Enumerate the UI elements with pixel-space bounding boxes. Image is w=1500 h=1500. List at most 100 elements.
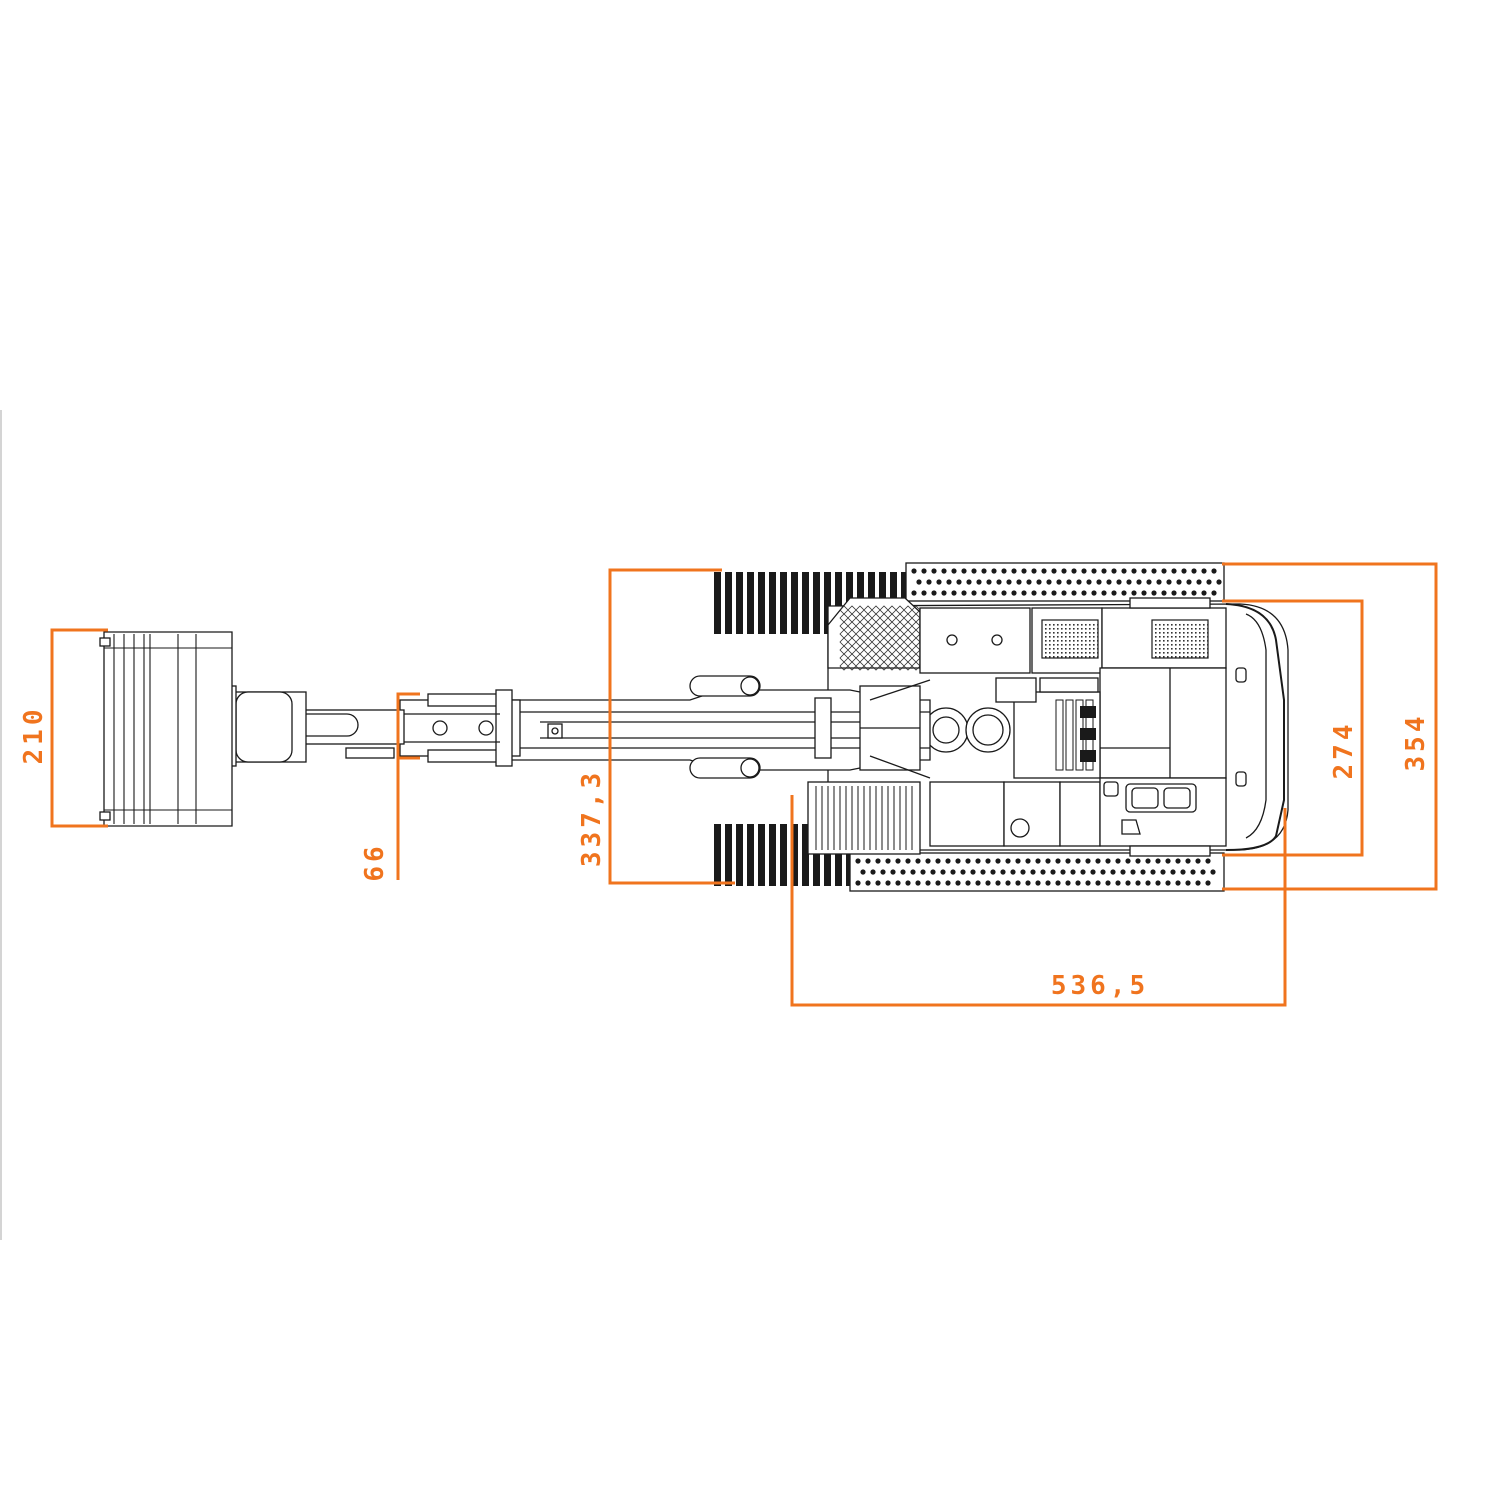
track-shoe (769, 572, 776, 634)
mesh-dot (1195, 648, 1197, 650)
mesh-dot (1077, 624, 1079, 626)
mesh-dot (1073, 656, 1075, 658)
track-hole (971, 568, 977, 574)
mesh-dot (1077, 644, 1079, 646)
mesh-dot (1171, 648, 1173, 650)
mesh-dot (1163, 636, 1165, 638)
mesh-dot (1191, 652, 1193, 654)
track-hole (1071, 568, 1077, 574)
mesh-dot (1081, 648, 1083, 650)
mesh-dot (1049, 644, 1051, 646)
mesh-dot (1065, 652, 1067, 654)
mesh-dot (1199, 640, 1201, 642)
mesh-dot (1179, 628, 1181, 630)
track-hole (1201, 568, 1207, 574)
arm-bracket-top (427, 693, 499, 707)
mesh-dot (1097, 628, 1099, 630)
pedal (1121, 819, 1141, 835)
mesh-dot (1171, 636, 1173, 638)
track-hole (1066, 579, 1072, 585)
track-hole (960, 869, 966, 875)
bottom-panel-mid (1003, 781, 1061, 847)
track-hole (1021, 590, 1027, 596)
track-hole (885, 880, 891, 886)
track-hole (1155, 858, 1161, 864)
mesh-dot (1069, 648, 1071, 650)
track-shoe (802, 572, 809, 634)
mesh-dot (1069, 628, 1071, 630)
mesh-dot (1163, 628, 1165, 630)
mesh-dot (1183, 632, 1185, 634)
mesh-dot (1097, 624, 1099, 626)
mesh-dot (1175, 624, 1177, 626)
mesh-dot (1195, 628, 1197, 630)
mesh-dot (1069, 644, 1071, 646)
mesh-dot (1163, 652, 1165, 654)
mesh-dot (1065, 628, 1067, 630)
boom-brace-2 (869, 755, 931, 779)
mesh-dot (1073, 644, 1075, 646)
mesh-dot (1045, 624, 1047, 626)
mesh-dot (1195, 644, 1197, 646)
mesh-dot (1175, 656, 1177, 658)
mesh-dot (1199, 656, 1201, 658)
track-hole (1210, 869, 1216, 875)
track-hole (1086, 579, 1092, 585)
mesh-dot (1171, 628, 1173, 630)
track-hole (940, 869, 946, 875)
boom-pin-square-dot (551, 727, 559, 735)
mesh-dot (1187, 632, 1189, 634)
mesh-dot (1159, 632, 1161, 634)
mesh-dot (1057, 628, 1059, 630)
track-hole (1125, 880, 1131, 886)
mesh-dot (1081, 628, 1083, 630)
mesh-dot (1049, 636, 1051, 638)
mesh-dot (1069, 652, 1071, 654)
track-hole (1095, 858, 1101, 864)
track-hole (925, 880, 931, 886)
mesh-dot (1053, 632, 1055, 634)
track-hole (1161, 568, 1167, 574)
mesh-dot (1065, 644, 1067, 646)
track-hole (925, 858, 931, 864)
mesh-dot (1089, 644, 1091, 646)
mesh-dot (1155, 648, 1157, 650)
track-hole (1206, 579, 1212, 585)
track-shoe (725, 824, 732, 886)
mesh-dot (1203, 652, 1205, 654)
mesh-dot (1089, 640, 1091, 642)
mesh-dot (1065, 656, 1067, 658)
mesh-dot (1175, 640, 1177, 642)
track-hole (1011, 568, 1017, 574)
mesh-dot (1207, 632, 1209, 634)
track-hole (1081, 568, 1087, 574)
track-shoe (780, 824, 787, 886)
dim-line-overall (1222, 562, 1438, 891)
track-hole (1175, 858, 1181, 864)
mesh-dot (1053, 644, 1055, 646)
mesh-dot (1199, 624, 1201, 626)
track-hole (1025, 880, 1031, 886)
track-hole (985, 880, 991, 886)
track-hole (1115, 858, 1121, 864)
track-hole (941, 568, 947, 574)
mesh-dot (1203, 636, 1205, 638)
track-shoe (813, 824, 820, 886)
mesh-dot (1155, 624, 1157, 626)
mesh-dot (1045, 656, 1047, 658)
bucket-link-inner (235, 691, 293, 763)
track-hole (915, 858, 921, 864)
track-hole (1065, 858, 1071, 864)
track-hole (1015, 858, 1021, 864)
mesh-dot (1093, 636, 1095, 638)
track-shoe (835, 824, 842, 886)
track-hole (1070, 869, 1076, 875)
top-panel-left (919, 607, 1031, 674)
track-hole (1186, 579, 1192, 585)
track-hole (905, 880, 911, 886)
upper-structure (807, 597, 1289, 857)
mesh-dot (1207, 640, 1209, 642)
mesh-dot (1167, 636, 1169, 638)
dim-label-arm: 66 (360, 842, 390, 881)
track-hole (1056, 579, 1062, 585)
